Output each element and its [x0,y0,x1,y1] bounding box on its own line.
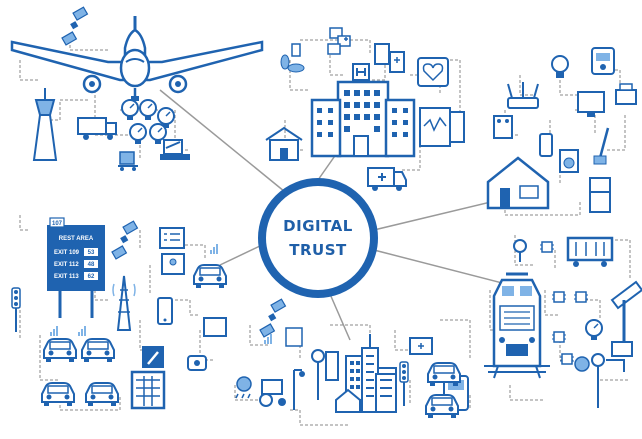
map-icon [161,253,185,275]
monitor-icon [577,91,605,117]
exit-label: EXIT 109 [54,250,80,256]
control-tower-icon [32,88,58,161]
heart-monitor-icon [417,57,449,87]
car-icon [43,338,77,363]
house-icon [486,156,550,210]
highway-sign: 107 REST AREA EXIT 109 53 EXIT 112 48 EX… [47,217,105,318]
freight-car-icon [566,236,614,267]
router-icon [507,82,539,109]
toll-device-icon [203,317,227,337]
railway-cluster [484,236,642,408]
chip-icon [539,241,555,253]
medical-monitor-icon [374,43,405,73]
digital-trust-hub: DIGITAL TRUST [258,178,378,298]
street-lamp-icon [293,369,305,410]
exit-distance: 53 [88,250,95,256]
exit-label: EXIT 112 [54,262,79,268]
light-bulb-icon [551,55,569,78]
traffic-light-icon [11,287,21,333]
exit-distance: 62 [88,274,95,280]
crane-icon [606,280,642,372]
ambulance-icon [367,167,407,191]
chip-icon [551,291,567,303]
gauge-icon [121,99,139,121]
baggage-truck-icon [77,117,117,140]
route-number: 107 [52,221,63,227]
signal-bars-icon [50,326,58,336]
pill-bottle-icon [280,43,305,73]
ambulance-icon [409,337,433,355]
satellite-icon [61,6,89,46]
pharmacy-icon [265,126,303,161]
chip-icon [551,331,567,343]
chip-icon [559,353,575,365]
locomotive-icon [484,272,550,379]
hospital-equipment-icon [419,107,465,147]
hub-title-line2: TRUST [289,241,347,259]
airplane-icon [10,16,264,101]
hub-title-line1: DIGITAL [283,217,353,235]
car-icon [193,264,227,289]
checklist-icon [159,227,185,249]
connector-lines [159,89,521,341]
city-skyline-icon [345,334,397,413]
chip-icon [573,291,589,303]
house-icon [335,388,361,413]
railway-signal-icon [591,353,605,408]
printer-icon [615,83,637,105]
exit-label: EXIT 113 [54,274,79,280]
camera-icon [187,355,207,371]
smartphone-icon [157,297,173,325]
car-icon [427,362,461,387]
check-in-counter-icon [160,139,190,160]
signal-sensor-icon [513,239,527,262]
washer-icon [559,149,579,173]
car-icon [81,338,115,363]
stove-icon [493,115,513,139]
smart-home-cluster [486,47,637,213]
car-icon [41,382,75,407]
tablet-icon [285,327,303,347]
gas-station-icon [142,346,164,368]
healthcare-cluster [265,27,465,191]
hospital-icon [310,63,416,158]
tractor-icon [259,379,286,407]
cell-tower-icon [112,275,136,331]
signal-bars-icon [78,326,86,336]
car-icon [425,394,459,419]
tablet-icon [539,133,553,157]
exit-distance: 48 [88,262,95,268]
aviation-cluster [10,6,264,171]
smart-city-cluster [235,298,469,419]
signal-bars-icon [210,244,218,254]
rest-area-label: REST AREA [59,236,94,242]
transportation-cluster: 107 REST AREA EXIT 109 53 EXIT 112 48 EX… [11,217,227,410]
toll-building-icon [130,370,166,410]
ev-charger-icon [325,351,339,381]
traffic-light-icon [399,361,409,407]
gauge-icon [585,319,603,341]
parking-meter-icon [311,349,325,400]
satellite-icon [111,220,139,260]
vacuum-icon [593,127,610,165]
weather-icon [235,376,252,399]
car-icon [85,382,119,407]
satellite-icon [259,298,287,338]
luggage-cart-icon [118,151,138,171]
weather-sensor-icon [574,356,590,372]
gauge-icon [129,123,147,145]
thermostat-icon [591,47,615,75]
medicine-box-icon [327,27,351,55]
gauge-icon [139,99,157,121]
refrigerator-icon [589,177,611,213]
